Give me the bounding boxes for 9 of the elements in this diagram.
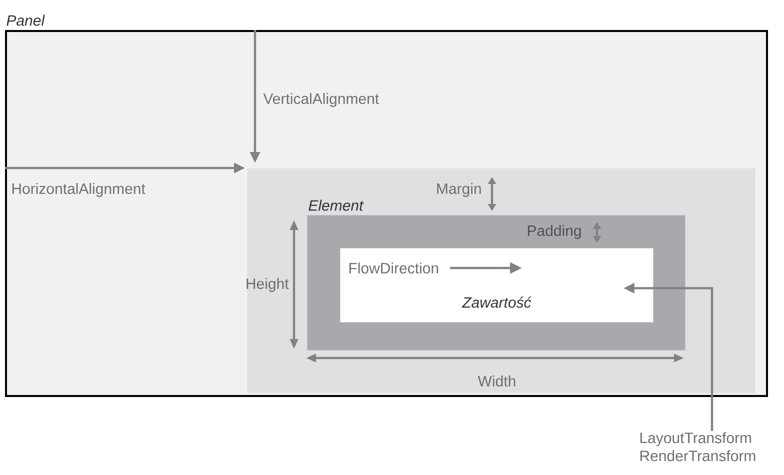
node-label: Panel (6, 14, 45, 26)
dimension-label: FlowDirection (349, 262, 438, 274)
edge-label: VerticalAlignment (263, 93, 379, 107)
dimension-label: Height (246, 278, 289, 292)
dimension-label: Margin (437, 183, 481, 197)
node-label: Element (308, 200, 364, 211)
edge-label: HorizontalAlignment (12, 183, 146, 197)
text-label: LayoutTransform RenderTransform (640, 432, 756, 462)
dimension-label: Width (478, 376, 516, 386)
